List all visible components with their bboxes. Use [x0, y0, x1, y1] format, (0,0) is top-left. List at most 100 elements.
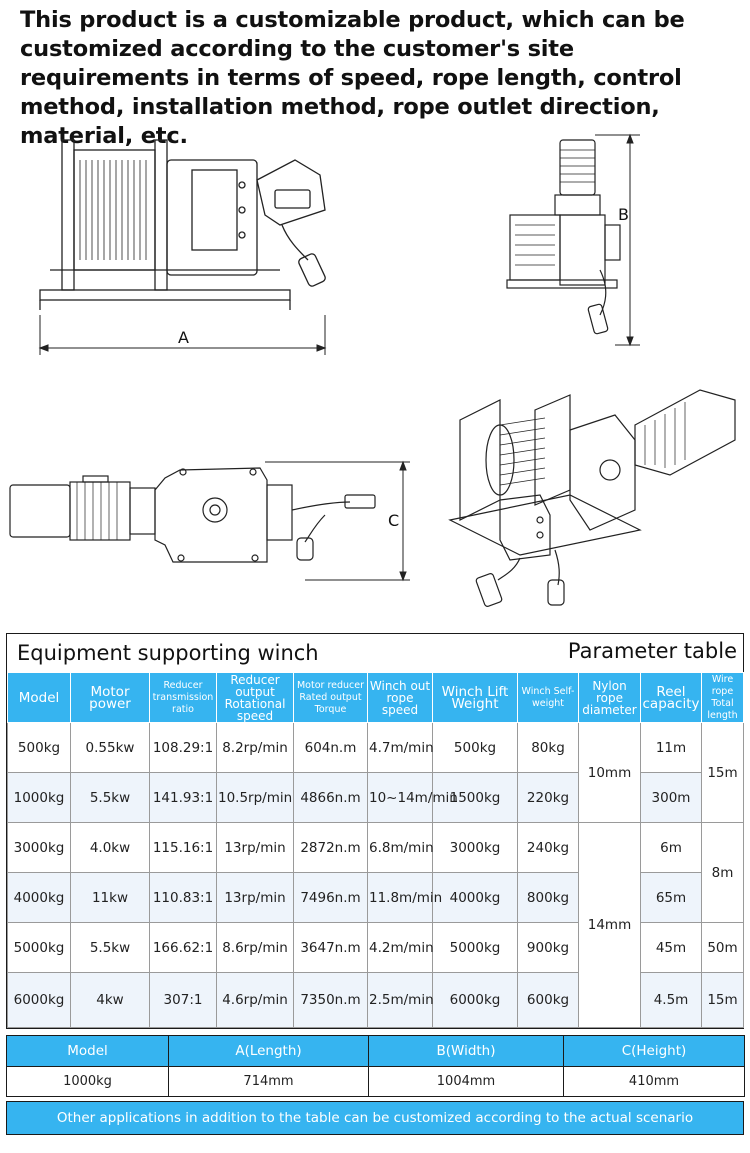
table-cell: 5.5kw — [70, 772, 150, 823]
end-view-svg: C — [9, 460, 410, 582]
table-cell: 6.8m/min — [367, 822, 434, 873]
table-cell: 50m — [701, 922, 744, 973]
size-header-width: B(Width) — [368, 1035, 564, 1067]
table-cell: 4.2m/min — [367, 922, 434, 973]
size-header-model: Model — [6, 1035, 169, 1067]
front-view-drawing: A — [20, 130, 350, 360]
parameter-header-row: Model Motor power Reducer transmission r… — [7, 672, 744, 723]
table-cell: 141.93:1 — [149, 772, 217, 823]
table-cell: 10~14m/min — [367, 772, 458, 823]
table-cell: 0.55kw — [70, 722, 150, 773]
parameter-table-panel: Equipment supporting winch Parameter tab… — [6, 633, 744, 1029]
table-cell: 11m — [640, 722, 702, 773]
side-view-svg: B — [506, 133, 640, 347]
header-reel-capacity: Reel capacity — [640, 672, 702, 723]
table-cell: 3000kg — [7, 822, 71, 873]
table-cell: 220kg — [517, 772, 579, 823]
table-cell: 11.8m/min — [367, 872, 442, 923]
table-cell: 13rp/min — [216, 822, 294, 873]
table-cell: 4kw — [70, 972, 150, 1028]
header-lift-weight: Winch Lift Weight — [432, 672, 518, 723]
header-model: Model — [7, 672, 71, 723]
size-header-length: A(Length) — [168, 1035, 369, 1067]
table-cell: 4.0kw — [70, 822, 150, 873]
header-rotational-speed: Reducer output Rotational speed — [216, 672, 294, 723]
table-cell: 6m — [640, 822, 702, 873]
table-cell: 10.5rp/min — [216, 772, 294, 823]
table-cell: 4.7m/min — [367, 722, 434, 773]
header-rated-torque: Motor reducer Rated output Torque — [293, 672, 368, 723]
table-cell: 6000kg — [432, 972, 518, 1028]
table-cell: 5000kg — [7, 922, 71, 973]
header-wire-rope-length: Wire rope Total length — [701, 672, 744, 723]
dim-c-label: C — [388, 511, 399, 530]
isometric-view-drawing — [440, 380, 745, 615]
header-rope-diameter: Nylon rope diameter — [578, 672, 641, 723]
parameter-table-title-row: Equipment supporting winch Parameter tab… — [7, 634, 743, 672]
size-header-height: C(Height) — [563, 1035, 745, 1067]
table-cell: 7350n.m — [293, 972, 368, 1028]
table-cell: 2872n.m — [293, 822, 368, 873]
table-cell: 14mm — [578, 822, 641, 1028]
table-cell: 7496n.m — [293, 872, 368, 923]
size-row: 1000kg 714mm 1004mm 410mm — [6, 1066, 745, 1097]
table-cell: 4.6rp/min — [216, 972, 294, 1028]
table-cell: 307:1 — [149, 972, 217, 1028]
table-cell: 4866n.m — [293, 772, 368, 823]
table-cell: 110.83:1 — [149, 872, 217, 923]
size-table: Model A(Length) B(Width) C(Height) 1000k… — [6, 1035, 745, 1097]
size-header-row: Model A(Length) B(Width) C(Height) — [6, 1035, 745, 1067]
table-cell: 300m — [640, 772, 702, 823]
dim-b-label: B — [618, 205, 629, 224]
table-cell: 900kg — [517, 922, 579, 973]
table-cell: 11kw — [70, 872, 150, 923]
table-cell: 166.62:1 — [149, 922, 217, 973]
table-cell: 4000kg — [432, 872, 518, 923]
table-cell: 500kg — [7, 722, 71, 773]
table-cell: 8.6rp/min — [216, 922, 294, 973]
table-cell: 5000kg — [432, 922, 518, 973]
table-cell: 4.5m — [640, 972, 702, 1028]
isometric-view-svg — [448, 389, 736, 607]
table-cell: 13rp/min — [216, 872, 294, 923]
table-cell: 45m — [640, 922, 702, 973]
table-cell: 80kg — [517, 722, 579, 773]
table-cell: 10mm — [578, 722, 641, 823]
table-cell: 15m — [701, 722, 744, 823]
table-cell: 600kg — [517, 972, 579, 1028]
table-cell: 604n.m — [293, 722, 368, 773]
table-cell: 3000kg — [432, 822, 518, 873]
header-self-weight: Winch Self-weight — [517, 672, 579, 723]
size-width: 1004mm — [368, 1066, 564, 1097]
table-cell: 3647n.m — [293, 922, 368, 973]
table-cell: 1000kg — [7, 772, 71, 823]
size-model: 1000kg — [6, 1066, 169, 1097]
customization-footer: Other applications in addition to the ta… — [6, 1101, 744, 1135]
table-cell: 500kg — [432, 722, 518, 773]
parameter-table-title: Parameter table — [567, 639, 737, 663]
front-view-svg: A — [38, 139, 327, 355]
header-motor-power: Motor power — [70, 672, 150, 723]
header-transmission-ratio: Reducer transmission ratio — [149, 672, 217, 723]
table-cell: 800kg — [517, 872, 579, 923]
table-cell: 8m — [701, 822, 744, 923]
size-height: 410mm — [563, 1066, 745, 1097]
size-length: 714mm — [168, 1066, 369, 1097]
table-cell: 115.16:1 — [149, 822, 217, 873]
parameter-table: Model Motor power Reducer transmission r… — [7, 672, 744, 1028]
table-cell: 2.5m/min — [367, 972, 434, 1028]
table-cell: 15m — [701, 972, 744, 1028]
table-cell: 1500kg — [432, 772, 518, 823]
intro-text: This product is a customizable product, … — [20, 7, 685, 149]
header-rope-speed: Winch out rope speed — [367, 672, 433, 723]
table-cell: 108.29:1 — [149, 722, 217, 773]
table-cell: 65m — [640, 872, 702, 923]
end-view-drawing: C — [5, 450, 415, 600]
equipment-title: Equipment supporting winch — [17, 641, 319, 665]
dim-a-label: A — [178, 328, 189, 347]
